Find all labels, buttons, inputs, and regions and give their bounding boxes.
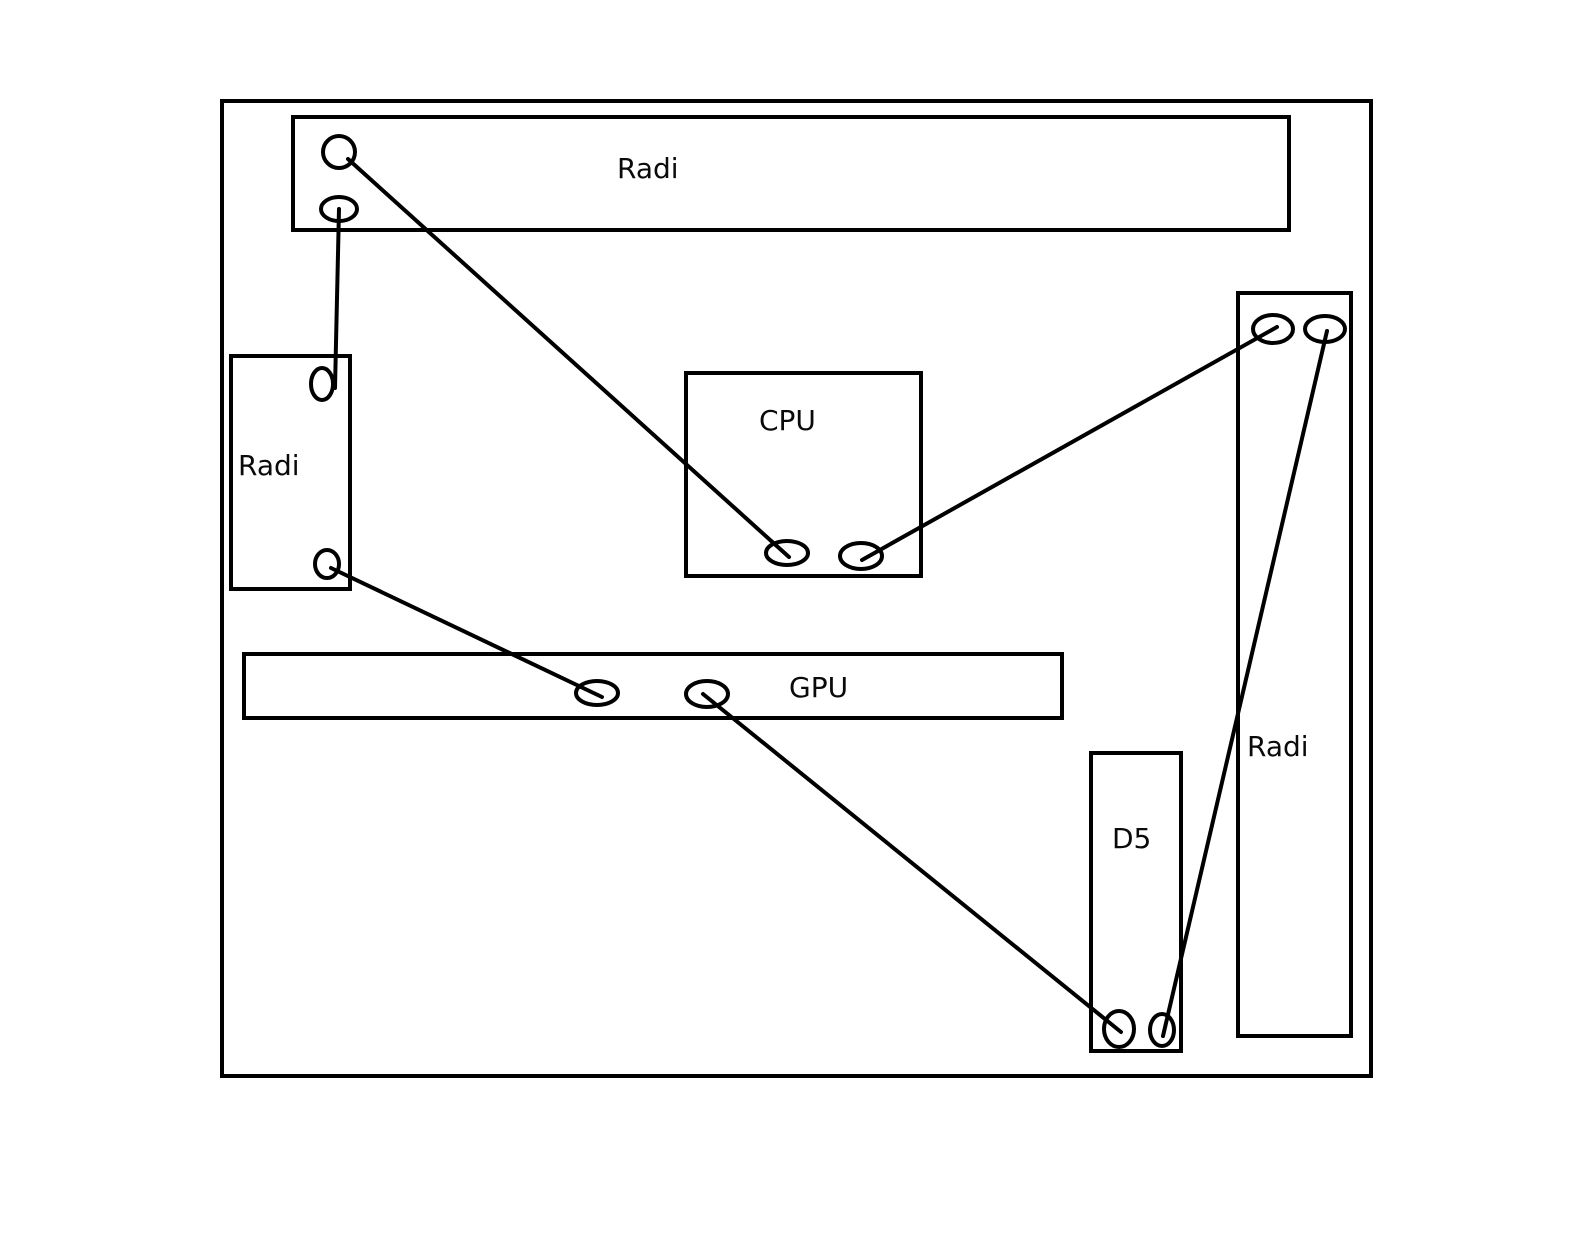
radi-right-box bbox=[1236, 291, 1353, 1038]
gpu-block: GPU bbox=[242, 652, 1064, 720]
cpu-port-in bbox=[764, 539, 810, 567]
tube-radi-top-to-radi-left bbox=[333, 207, 341, 390]
d5-label: D5 bbox=[1112, 822, 1151, 855]
radi-top-label: Radi bbox=[617, 152, 679, 185]
d5-pump: D5 bbox=[1089, 751, 1183, 1053]
d5-box bbox=[1089, 751, 1183, 1053]
radi-left-label: Radi bbox=[238, 449, 300, 482]
gpu-label: GPU bbox=[789, 671, 848, 704]
d5-port-in bbox=[1102, 1009, 1136, 1049]
cpu-box bbox=[684, 371, 923, 578]
radi-top-port-1 bbox=[321, 134, 357, 170]
radi-right-port-1 bbox=[1251, 313, 1295, 345]
case-outline bbox=[220, 99, 1373, 1078]
radi-right: Radi bbox=[1236, 291, 1353, 1038]
d5-port-out bbox=[1148, 1012, 1176, 1048]
radi-top: Radi bbox=[291, 115, 1291, 232]
radi-left-port-2 bbox=[313, 548, 341, 580]
tube-radi-top-to-cpu bbox=[346, 157, 791, 559]
cpu-port-out bbox=[838, 541, 884, 571]
radi-left: Radi bbox=[229, 354, 352, 591]
radi-right-label: Radi bbox=[1247, 730, 1309, 763]
tube-gpu-to-d5 bbox=[701, 692, 1123, 1034]
tube-radi-right-to-cpu bbox=[860, 325, 1279, 562]
cpu-block: CPU bbox=[684, 371, 923, 578]
radi-left-port-1 bbox=[309, 366, 335, 402]
gpu-port-1 bbox=[574, 679, 620, 707]
tube-radi-left-to-gpu bbox=[329, 566, 604, 699]
radi-top-box bbox=[291, 115, 1291, 232]
gpu-port-2 bbox=[684, 679, 730, 709]
gpu-box bbox=[242, 652, 1064, 720]
cpu-label: CPU bbox=[759, 404, 816, 437]
tube-d5-to-radi-right bbox=[1161, 329, 1329, 1038]
radi-left-box bbox=[229, 354, 352, 591]
